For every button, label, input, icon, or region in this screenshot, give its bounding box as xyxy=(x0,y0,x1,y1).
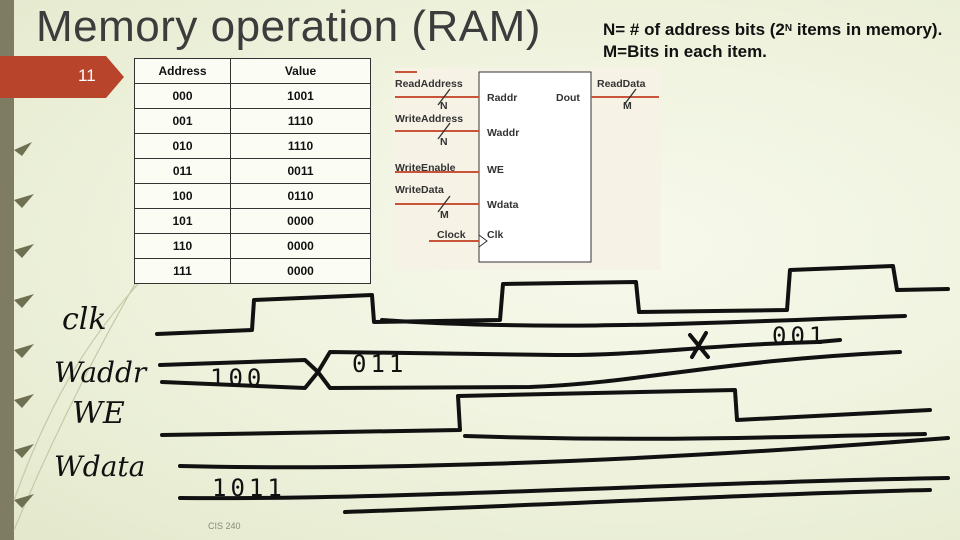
value-cell: 0000 xyxy=(230,258,371,284)
handwritten-waddr-value-3: 001 xyxy=(772,322,828,350)
handwritten-label-we: WE xyxy=(72,396,125,431)
width-raddr: N xyxy=(440,100,448,112)
slide-subtitle: N= # of address bits (2N items in memory… xyxy=(603,18,953,63)
value-cell: 1001 xyxy=(230,83,371,109)
label-write-enable: WriteEnable xyxy=(395,162,456,174)
width-waddr: N xyxy=(440,136,448,148)
handwritten-waddr-value-2: 011 xyxy=(352,350,408,378)
value-cell: 1110 xyxy=(230,108,371,134)
port-wdata: Wdata xyxy=(487,199,519,211)
we-waveform xyxy=(160,388,932,437)
clk-waveform xyxy=(155,264,950,336)
handwritten-label-clk: clk xyxy=(62,302,107,337)
value-cell: 0110 xyxy=(230,183,371,209)
waddr-cross xyxy=(688,331,710,359)
subtitle-text-post: items in memory). M=Bits in each item. xyxy=(603,20,943,61)
table-header-row: Address Value xyxy=(134,58,371,84)
column-header-value: Value xyxy=(230,58,371,84)
subtitle-superscript: N xyxy=(784,23,793,34)
column-header-address: Address xyxy=(134,58,231,84)
address-cell: 001 xyxy=(134,108,231,134)
handwritten-wdata-value-1: 1011 xyxy=(212,474,286,502)
wdata-lower-line xyxy=(343,488,932,514)
we-baseline xyxy=(463,432,927,441)
value-cell: 0011 xyxy=(230,158,371,184)
value-cell: 1110 xyxy=(230,133,371,159)
port-clk: Clk xyxy=(487,229,504,241)
wdata-bottom-line xyxy=(178,476,950,501)
waddr-top-line xyxy=(158,338,842,374)
value-cell: 0000 xyxy=(230,233,371,259)
port-dout: Dout xyxy=(556,92,580,104)
width-wdata: M xyxy=(440,209,449,221)
wdata-top-line xyxy=(178,436,950,470)
clk-baseline xyxy=(380,314,907,328)
slide-title: Memory operation (RAM) xyxy=(36,2,541,51)
address-cell: 000 xyxy=(134,83,231,109)
address-cell: 100 xyxy=(134,183,231,209)
address-cell: 111 xyxy=(134,258,231,284)
width-dout: M xyxy=(623,100,632,112)
slide-footer: CIS 240 xyxy=(208,521,241,531)
label-read-address: ReadAddress xyxy=(395,78,463,90)
label-clock: Clock xyxy=(437,229,466,241)
subtitle-text-pre: N= # of address bits (2 xyxy=(603,20,785,39)
handwritten-label-wdata: Wdata xyxy=(54,450,146,483)
handwritten-waddr-value-1: 100 xyxy=(210,364,266,392)
left-accent-bar xyxy=(0,0,14,540)
label-write-address: WriteAddress xyxy=(395,113,464,125)
port-raddr: Raddr xyxy=(487,92,518,104)
ram-block-diagram: ReadAddress WriteAddress WriteEnable Wri… xyxy=(393,68,661,270)
waddr-bottom-line xyxy=(160,350,902,390)
slide-number-badge: 11 xyxy=(0,56,124,98)
address-cell: 011 xyxy=(134,158,231,184)
label-read-data: ReadData xyxy=(597,78,646,90)
port-we: WE xyxy=(487,164,504,176)
slide-number: 11 xyxy=(78,66,96,85)
handwritten-label-waddr: Waddr xyxy=(54,356,147,389)
ram-diagram-lines xyxy=(395,71,659,263)
label-write-data: WriteData xyxy=(395,184,444,196)
port-waddr: Waddr xyxy=(487,127,520,139)
